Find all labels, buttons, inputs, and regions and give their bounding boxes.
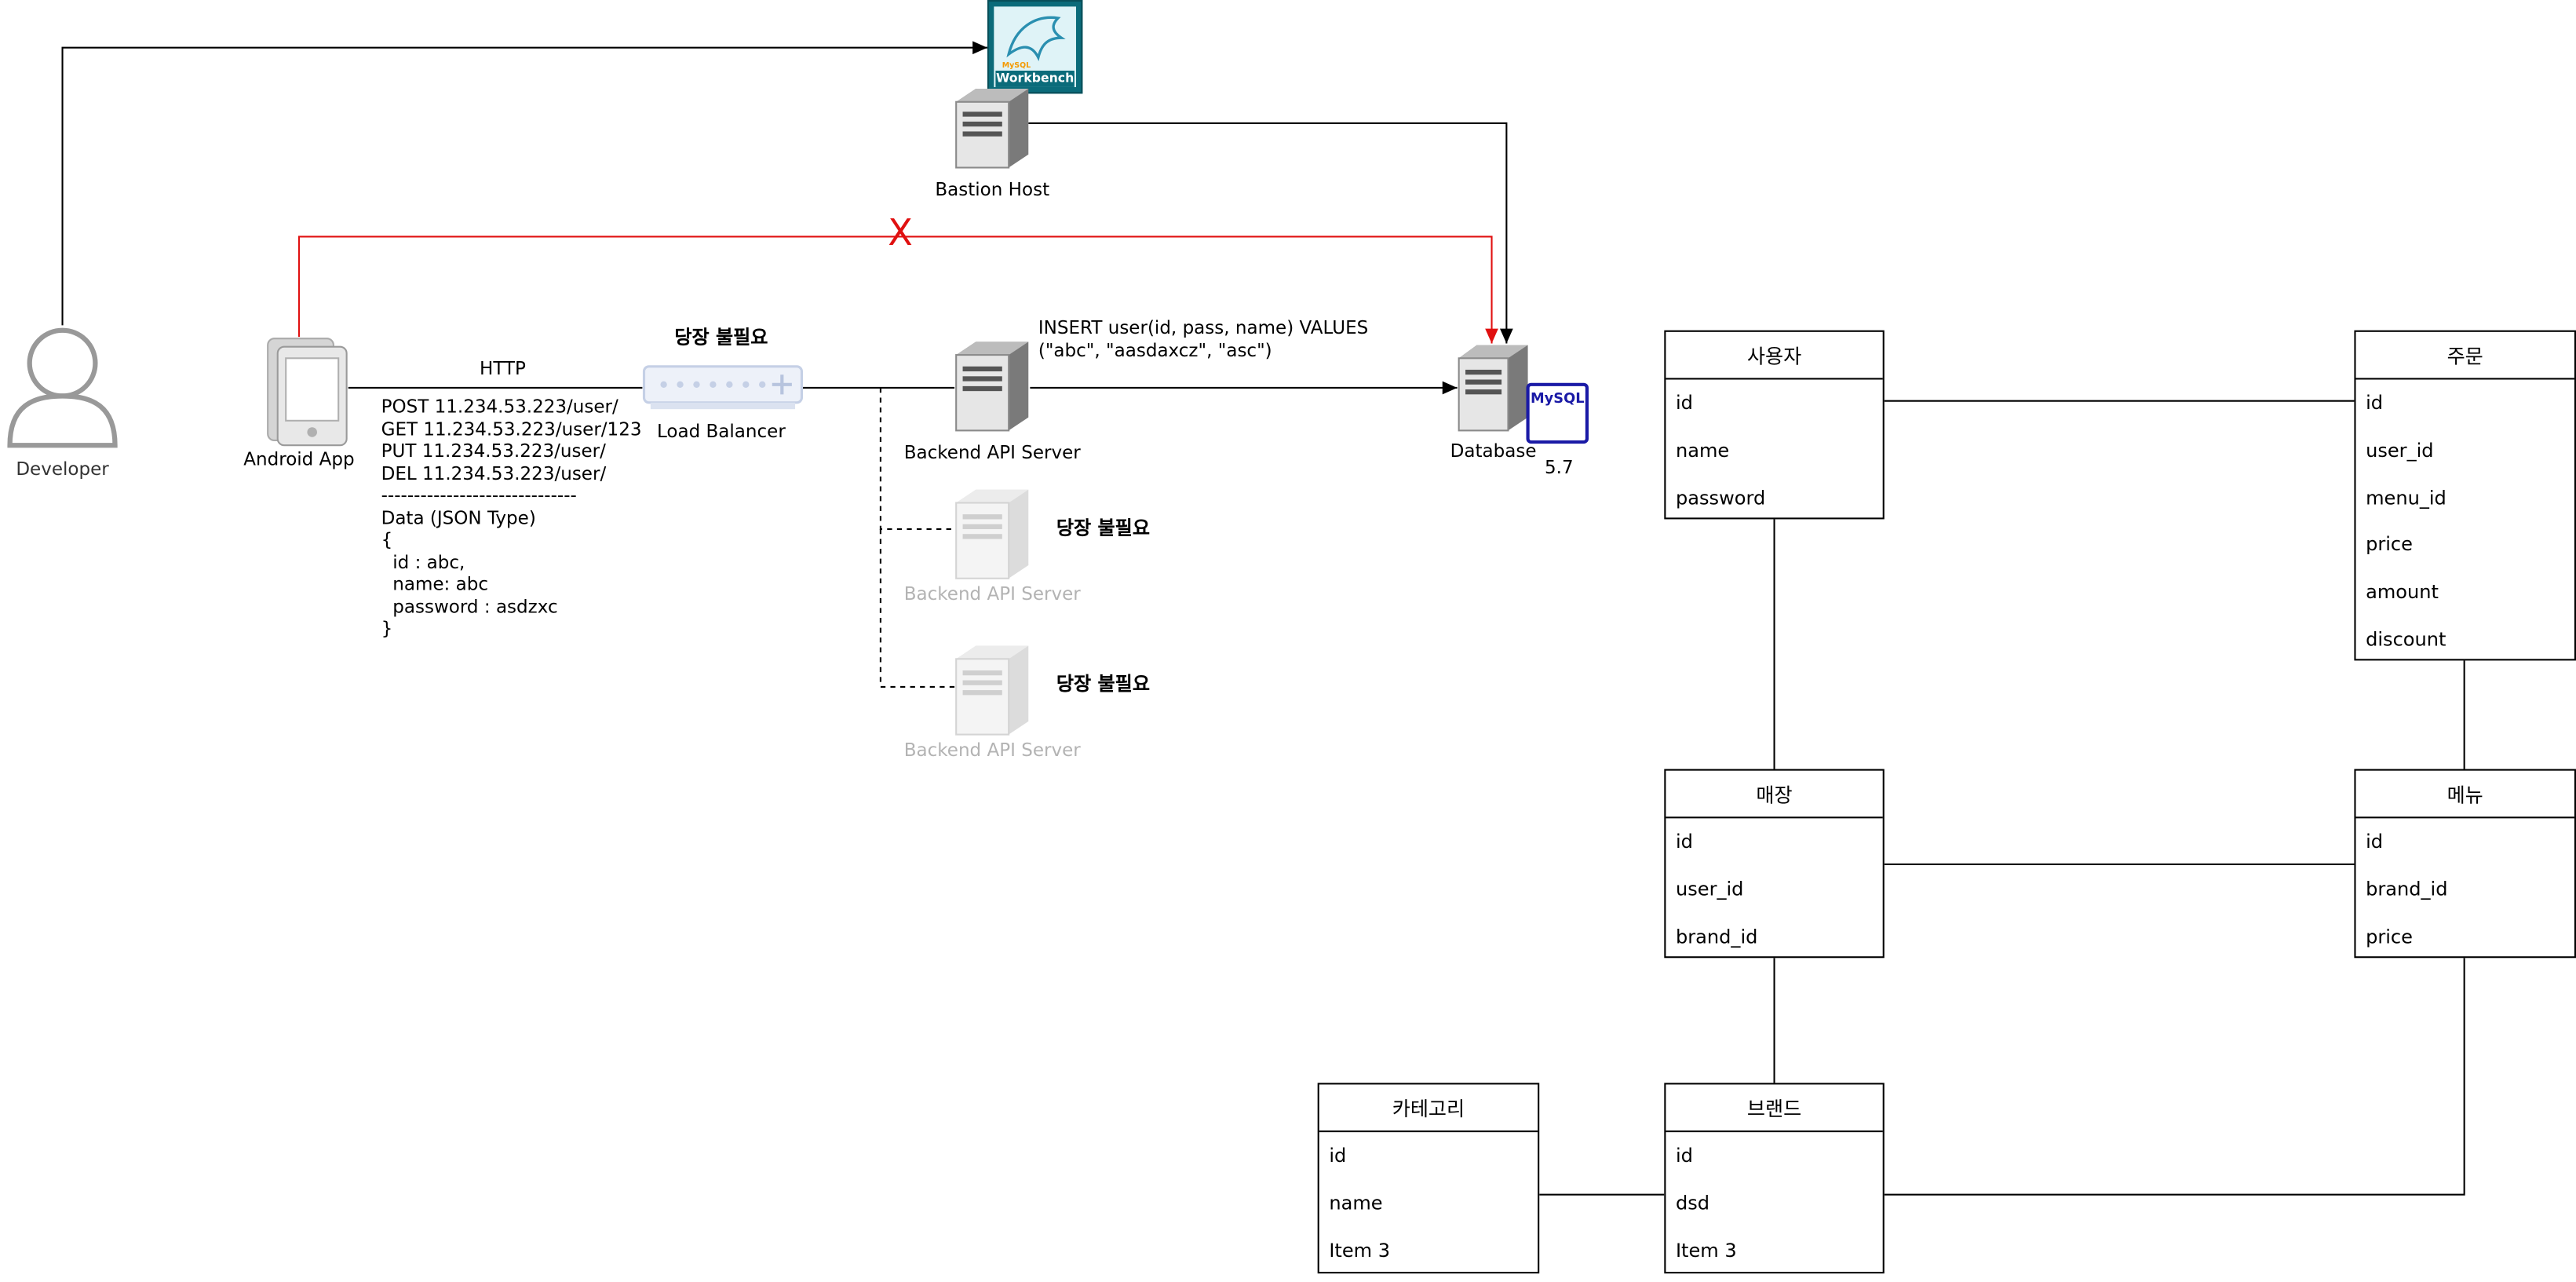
erd-field: brand_id bbox=[1675, 924, 1758, 948]
developer-label: Developer bbox=[16, 458, 109, 480]
erd-table-order: 주문 id user_id menu_id price amount disco… bbox=[2354, 330, 2576, 661]
erd-field: user_id bbox=[1675, 877, 1744, 901]
erd-field: dsd bbox=[1675, 1191, 1710, 1214]
erd-field: brand_id bbox=[2366, 877, 2448, 901]
developer-person-icon bbox=[7, 327, 118, 448]
workbench-text: Workbench bbox=[995, 71, 1075, 87]
backend-2-not-needed-note: 당장 불필요 bbox=[1056, 516, 1150, 539]
erd-field: name bbox=[1329, 1191, 1383, 1214]
database-label: Database bbox=[1450, 440, 1537, 462]
insert-query-line-2: ("abc", "aasdaxcz", "asc") bbox=[1038, 340, 1272, 362]
erd-table-title: 메뉴 bbox=[2355, 771, 2574, 819]
http-protocol-label: HTTP bbox=[480, 358, 526, 380]
insert-query-line-1: INSERT user(id, pass, name) VALUES bbox=[1038, 316, 1369, 339]
erd-table-user: 사용자 id name password bbox=[1664, 330, 1885, 520]
erd-field: password bbox=[1675, 485, 1766, 510]
erd-table-category: 카테고리 id name Item 3 bbox=[1317, 1083, 1540, 1274]
api-request-examples: POST 11.234.53.223/user/ GET 11.234.53.2… bbox=[381, 396, 642, 640]
erd-field: id bbox=[1675, 1144, 1693, 1167]
bastion-host-label: Bastion Host bbox=[935, 179, 1050, 201]
dashed-scaleout-connector-2 bbox=[879, 528, 957, 688]
backend-server-label: Backend API Server bbox=[903, 442, 1081, 464]
backend-server-2-label: Backend API Server bbox=[903, 583, 1081, 605]
workbench-mysql-small-text: MySQL bbox=[1002, 62, 1031, 71]
backend-server-2-icon bbox=[955, 489, 1029, 579]
android-phones-icon bbox=[267, 338, 348, 447]
erd-field: price bbox=[2366, 533, 2413, 557]
backend-server-icon bbox=[955, 342, 1029, 432]
database-server-icon bbox=[1458, 345, 1528, 432]
erd-field: id bbox=[2366, 391, 2384, 415]
erd-field: id bbox=[1329, 1144, 1347, 1167]
mysql-version-label: 5.7 bbox=[1545, 456, 1574, 479]
erd-field: menu_id bbox=[2366, 485, 2446, 510]
erd-table-title: 매장 bbox=[1666, 771, 1883, 819]
erd-table-title: 카테고리 bbox=[1319, 1084, 1538, 1133]
erd-table-title: 주문 bbox=[2355, 332, 2574, 380]
dolphin-icon bbox=[1006, 16, 1066, 62]
erd-field: price bbox=[2366, 924, 2413, 948]
android-app-label: Android App bbox=[243, 448, 355, 470]
erd-field: Item 3 bbox=[1675, 1238, 1737, 1262]
erd-table-title: 브랜드 bbox=[1666, 1084, 1883, 1133]
load-balancer-label: Load Balancer bbox=[656, 420, 786, 443]
developer-to-workbench-connector bbox=[61, 41, 987, 326]
mysql-workbench-logo-icon: Workbench MySQL bbox=[987, 0, 1083, 94]
mysql-logo-text: MySQL bbox=[1530, 391, 1585, 408]
backend-server-3-label: Backend API Server bbox=[903, 739, 1081, 762]
lb-not-needed-note: 당장 불필요 bbox=[674, 325, 768, 349]
bastion-server-icon bbox=[955, 89, 1029, 169]
erd-table-store: 매장 id user_id brand_id bbox=[1664, 769, 1885, 959]
erd-field: id bbox=[1675, 391, 1693, 415]
blocked-access-x-mark: X bbox=[888, 214, 913, 255]
erd-field: Item 3 bbox=[1329, 1238, 1391, 1262]
bastion-to-database-connector bbox=[1028, 122, 1513, 344]
backend-3-not-needed-note: 당장 불필요 bbox=[1056, 672, 1150, 696]
mysql-logo-icon: MySQL bbox=[1526, 382, 1589, 444]
brand-menu-relation bbox=[1884, 958, 2465, 1196]
backend-server-3-icon bbox=[955, 645, 1029, 736]
erd-table-title: 사용자 bbox=[1666, 332, 1883, 380]
erd-field: id bbox=[2366, 830, 2384, 854]
erd-field: user_id bbox=[2366, 438, 2434, 462]
blocked-direct-access-connector bbox=[297, 236, 1498, 344]
erd-field: amount bbox=[2366, 580, 2439, 604]
load-balancer-icon bbox=[642, 365, 804, 410]
erd-field: id bbox=[1675, 830, 1693, 854]
erd-field: name bbox=[1675, 438, 1730, 462]
erd-table-menu: 메뉴 id brand_id price bbox=[2354, 769, 2576, 959]
erd-table-brand: 브랜드 id dsd Item 3 bbox=[1664, 1083, 1885, 1274]
erd-field: discount bbox=[2366, 627, 2446, 651]
